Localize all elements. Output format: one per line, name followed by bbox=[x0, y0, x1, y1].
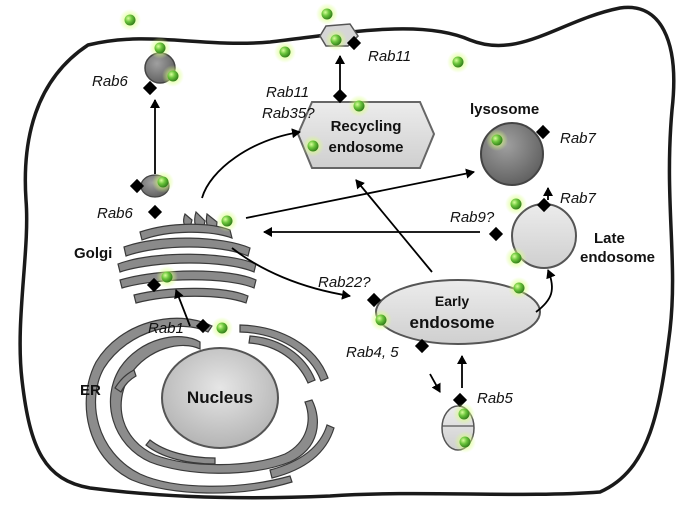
rab22-label: Rab22? bbox=[318, 274, 371, 291]
late-endosome-label-2: endosome bbox=[580, 249, 655, 266]
rab1-label: Rab1 bbox=[148, 320, 184, 337]
golgi-apparatus bbox=[117, 210, 257, 304]
rab11-left-label: Rab11 bbox=[266, 84, 309, 101]
rab7-late-label: Rab7 bbox=[560, 190, 597, 207]
early-endosome-label-1: Early bbox=[435, 293, 469, 309]
nucleus bbox=[161, 347, 279, 449]
recycling-endosome-label-2: endosome bbox=[328, 139, 403, 156]
rab7-lysosome-label: Rab7 bbox=[560, 130, 597, 147]
rab35-label: Rab35? bbox=[262, 105, 315, 122]
endoplasmic-reticulum bbox=[85, 317, 335, 494]
rab11-top-label: Rab11 bbox=[368, 48, 411, 65]
rab6-top-label: Rab6 bbox=[92, 73, 129, 90]
trafficking-arrows bbox=[150, 55, 556, 393]
rab5-label: Rab5 bbox=[477, 390, 514, 407]
nucleus-label: Nucleus bbox=[187, 388, 253, 407]
recycling-endosome-label-1: Recycling bbox=[331, 118, 402, 135]
rab9-label: Rab9? bbox=[450, 209, 495, 226]
early-endosome-label-2: endosome bbox=[409, 313, 494, 332]
golgi-label: Golgi bbox=[74, 245, 112, 262]
lysosome-label: lysosome bbox=[470, 101, 539, 118]
rab6-golgi-label: Rab6 bbox=[97, 205, 134, 222]
rab4-5-label: Rab4, 5 bbox=[346, 344, 399, 361]
late-endosome-label-1: Late bbox=[594, 230, 625, 247]
er-label: ER bbox=[80, 382, 101, 399]
